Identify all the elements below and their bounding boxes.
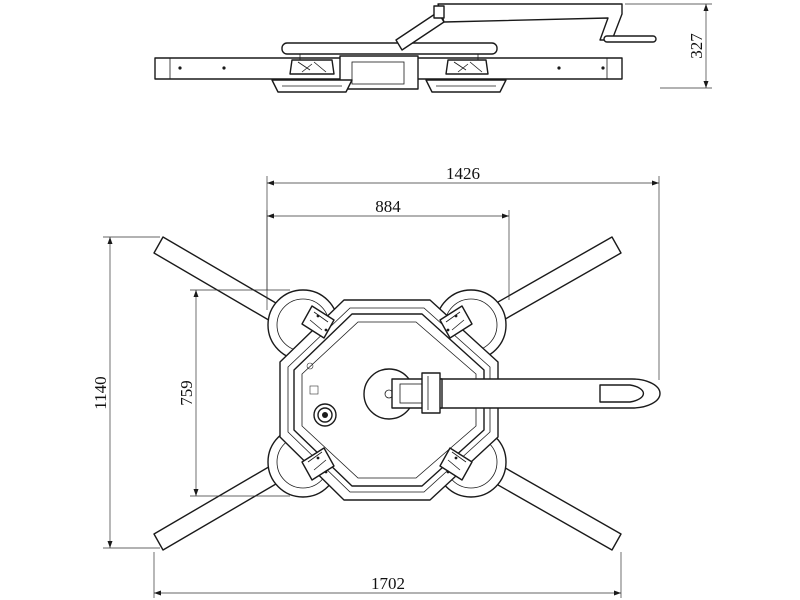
dim-label-1140: 1140 [91,376,110,409]
dim-label-759: 759 [177,380,196,406]
clamp-top-left [301,305,335,339]
top-view [153,236,661,551]
side-view [154,3,657,93]
clamp-bottom-right [439,447,473,481]
control-button [309,385,319,395]
dim-top-inner-width: 884 [266,197,510,300]
side-view-handle [437,3,623,41]
dim-label-884: 884 [375,197,401,216]
dim-inner-height: 759 [177,289,290,497]
indicator-light [306,362,314,370]
dim-label-1702: 1702 [371,574,405,593]
dim-overall-width: 1702 [153,552,622,598]
dim-label-327: 327 [687,33,706,59]
dim-overall-height: 1140 [91,236,160,549]
side-view-body [339,55,419,90]
clamp-top-right [439,305,473,339]
dim-side-height: 327 [625,3,712,89]
side-view-ring [281,42,498,55]
clamp-bottom-left [301,447,335,481]
vacuum-gauge [313,403,337,427]
handle-bar [391,372,661,414]
dim-label-1426: 1426 [446,164,480,183]
dim-top-outer-width: 1426 [266,164,660,380]
